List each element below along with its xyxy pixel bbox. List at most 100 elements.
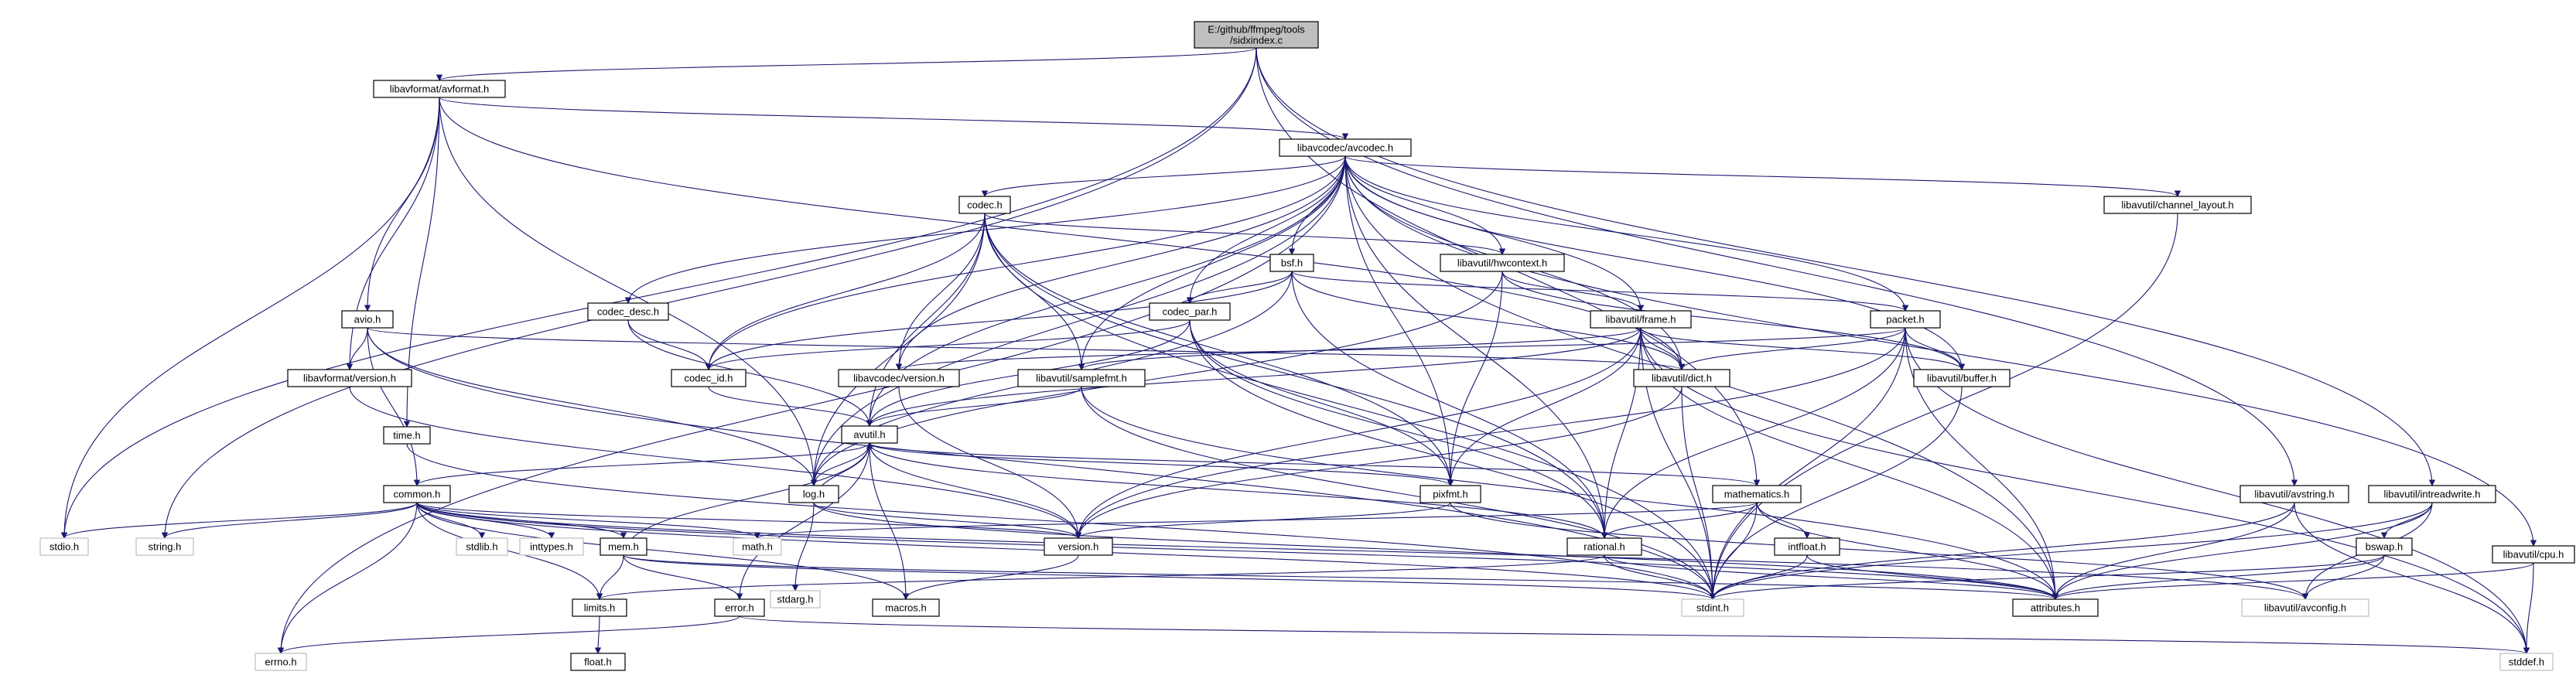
node-avutil[interactable]: avutil.h [841, 425, 898, 444]
edge-common-to-math [416, 502, 757, 539]
node-codec_id[interactable]: codec_id.h [671, 369, 746, 387]
node-label-codec: codec.h [967, 199, 1003, 211]
node-avconfig: libavutil/avconfig.h [2241, 598, 2369, 617]
node-samplefmt[interactable]: libavutil/samplefmt.h [1017, 369, 1146, 387]
edge-mem-to-limits [600, 554, 624, 599]
edge-packet-to-stdint [1713, 327, 1906, 599]
edge-codec-to-codec_id [709, 213, 986, 370]
edge-rational-to-limits [600, 554, 1605, 600]
node-label-channel_layout: libavutil/channel_layout.h [2121, 199, 2233, 211]
node-box-intreadwrite [2368, 485, 2496, 503]
edge-avutil-to-log [814, 442, 870, 486]
node-label-avutil: avutil.h [853, 429, 885, 441]
edge-mem-to-stdint [623, 554, 1713, 600]
node-codec_par[interactable]: codec_par.h [1149, 302, 1231, 321]
node-label-error: error.h [725, 602, 754, 614]
edge-codec-to-lavc_version [899, 213, 986, 370]
edge-frame-to-buffer [1640, 327, 1962, 370]
node-box-mem [600, 537, 647, 556]
node-label-dict: libavutil/dict.h [1652, 373, 1712, 384]
node-attributes[interactable]: attributes.h [2012, 598, 2099, 617]
edge-rational-to-stdint [1604, 554, 1713, 600]
node-buffer[interactable]: libavutil/buffer.h [1913, 369, 2011, 387]
edge-limits-to-float [598, 615, 600, 653]
node-bsf[interactable]: bsf.h [1269, 254, 1314, 272]
node-bswap[interactable]: bswap.h [2356, 537, 2413, 556]
node-float[interactable]: float.h [570, 653, 626, 671]
node-label-bsf: bsf.h [1281, 257, 1303, 269]
edge-codec-to-hwcontext [984, 213, 1502, 255]
node-box-macros [872, 598, 940, 617]
node-box-errno [255, 653, 307, 671]
edge-frame-to-rational [1604, 327, 1642, 538]
node-rational[interactable]: rational.h [1566, 537, 1642, 556]
node-box-avutil [841, 425, 898, 444]
node-dict[interactable]: libavutil/dict.h [1633, 369, 1730, 387]
edge-frame-to-samplefmt [1081, 327, 1642, 370]
edge-packet-to-attributes [1905, 327, 2055, 599]
node-channel_layout[interactable]: libavutil/channel_layout.h [2103, 196, 2252, 214]
edge-intfloat-to-attributes [1806, 554, 2055, 600]
node-box-stdio [39, 537, 89, 556]
node-box-mathematics [1712, 485, 1802, 503]
node-mem[interactable]: mem.h [600, 537, 647, 556]
edge-codec-to-log [814, 213, 986, 486]
edge-avio-to-stdint [367, 327, 1713, 599]
node-common[interactable]: common.h [383, 485, 451, 503]
edge-frame-to-version [1078, 327, 1642, 538]
node-codec_desc[interactable]: codec_desc.h [587, 302, 669, 321]
node-mathematics[interactable]: mathematics.h [1712, 485, 1802, 503]
node-packet[interactable]: packet.h [1870, 310, 1941, 329]
node-label-stdint: stdint.h [1696, 602, 1729, 614]
node-frame[interactable]: libavutil/frame.h [1590, 310, 1692, 329]
node-box-limits [572, 598, 627, 617]
edge-mathematics-to-intfloat [1756, 502, 1807, 539]
edge-packet-to-buffer [1905, 327, 1962, 370]
edge-avio-to-dict [367, 327, 1682, 370]
node-avcodec[interactable]: libavcodec/avcodec.h [1279, 138, 1412, 157]
node-box-string [135, 537, 194, 556]
node-error[interactable]: error.h [714, 598, 765, 617]
node-lavc_version[interactable]: libavcodec/version.h [838, 369, 960, 387]
node-label-bswap: bswap.h [2366, 541, 2403, 553]
node-label-lavf_version: libavformat/version.h [303, 373, 396, 384]
node-box-common [383, 485, 451, 503]
edge-codec_desc-to-codec_id [627, 319, 709, 370]
edge-avutil-to-error [740, 442, 870, 599]
node-hwcontext[interactable]: libavutil/hwcontext.h [1440, 254, 1565, 272]
node-label-mem: mem.h [608, 541, 639, 553]
edge-packet-to-stddef [1905, 327, 2526, 653]
node-box-avconfig [2241, 598, 2369, 617]
node-intfloat[interactable]: intfloat.h [1774, 537, 1840, 556]
edge-avio-to-common [367, 327, 417, 486]
edge-mem-to-attributes [623, 554, 2055, 600]
edge-avformat-to-avio [367, 97, 440, 311]
node-intreadwrite[interactable]: libavutil/intreadwrite.h [2368, 485, 2496, 503]
node-avstring[interactable]: libavutil/avstring.h [2239, 485, 2349, 503]
node-avio[interactable]: avio.h [341, 310, 394, 329]
node-limits[interactable]: limits.h [572, 598, 627, 617]
edge-root-to-intreadwrite [1256, 47, 2432, 486]
node-root[interactable]: E:/github/ffmpeg/tools/sidxindex.c [1194, 21, 1319, 49]
node-box-lavf_version [287, 369, 412, 387]
node-avformat[interactable]: libavformat/avformat.h [373, 80, 506, 98]
node-log[interactable]: log.h [788, 485, 839, 503]
edge-common-to-macros [416, 502, 906, 599]
edge-bsf-to-rational [1291, 271, 1604, 538]
node-codec[interactable]: codec.h [958, 196, 1011, 214]
edge-bsf-to-packet [1291, 271, 1905, 312]
node-inttypes: inttypes.h [519, 537, 584, 556]
node-label-errno: errno.h [265, 656, 296, 668]
node-cpu[interactable]: libavutil/cpu.h [2492, 545, 2575, 564]
node-time[interactable]: time.h [383, 426, 431, 445]
edge-frame-to-stddef [1640, 327, 2526, 653]
edge-avcodec-to-errno [281, 155, 1346, 653]
edge-frame-to-pixfmt [1450, 327, 1642, 486]
node-lavf_version[interactable]: libavformat/version.h [287, 369, 412, 387]
node-pixfmt[interactable]: pixfmt.h [1420, 485, 1481, 503]
node-box-bsf [1269, 254, 1314, 272]
node-version[interactable]: version.h [1044, 537, 1113, 556]
edge-frame-to-dict [1640, 327, 1682, 370]
node-macros[interactable]: macros.h [872, 598, 940, 617]
node-label-codec_id: codec_id.h [685, 373, 733, 384]
